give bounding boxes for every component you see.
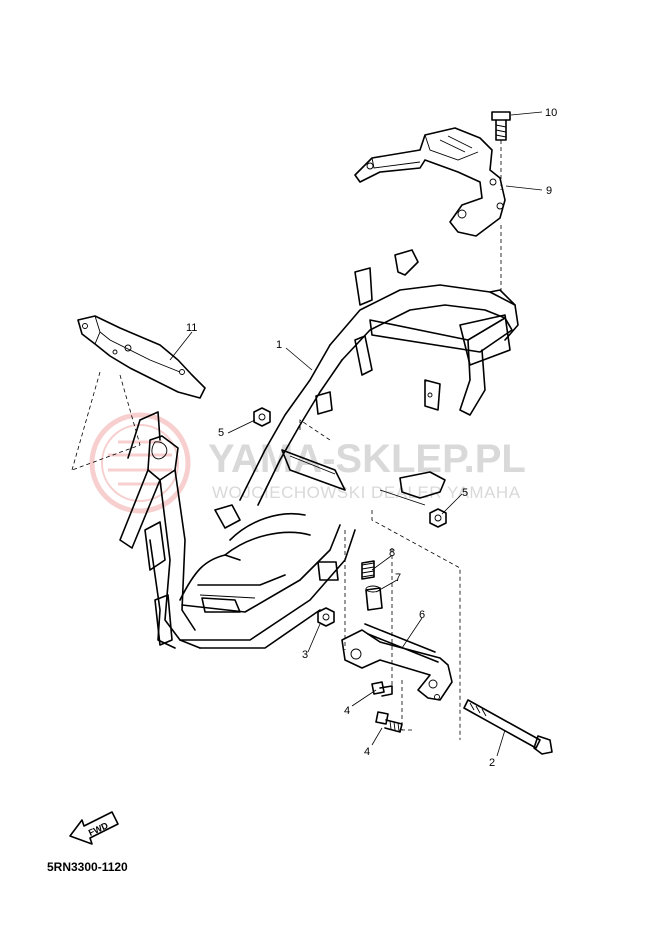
callout-1: 1 xyxy=(276,339,282,351)
watermark-sub-text: WOJCIECHOWSKI DEALER YAMAHA xyxy=(212,483,521,502)
callout-labels: 10 9 11 1 5 5 8 7 6 3 4 4 2 xyxy=(186,107,557,769)
part-8-spring xyxy=(361,560,375,580)
part-9-rear-bracket xyxy=(354,127,506,237)
part-code-label: 5RN3300-1120 xyxy=(47,860,128,874)
callout-11: 11 xyxy=(186,322,197,334)
watermark-logo xyxy=(89,412,191,514)
callout-4-lower: 4 xyxy=(364,746,370,758)
callout-2: 2 xyxy=(489,757,495,769)
callout-10: 10 xyxy=(545,107,557,119)
part-1-main-frame xyxy=(119,249,519,649)
callout-5-upper: 5 xyxy=(218,427,224,439)
callout-7: 7 xyxy=(395,572,401,584)
callout-6: 6 xyxy=(419,609,425,621)
part-3-nut xyxy=(317,607,335,627)
assembly-guide-lines xyxy=(299,419,461,740)
callout-9: 9 xyxy=(546,185,552,197)
part-5-nut-lower xyxy=(429,508,447,528)
fwd-arrow-icon: FWD xyxy=(69,811,119,845)
leader-lines xyxy=(169,111,543,757)
part-6-engine-bracket xyxy=(341,623,453,701)
part-2-long-bolt xyxy=(463,699,553,755)
callout-3: 3 xyxy=(302,649,308,661)
part-5-nut-upper xyxy=(253,407,271,427)
watermark-main-text: YAMA-SKLEP.PL xyxy=(208,437,526,481)
callout-5-lower: 5 xyxy=(462,487,468,499)
part-4-bolt-upper xyxy=(371,681,393,697)
part-10-bolt xyxy=(491,111,511,190)
part-11-side-bracket xyxy=(71,315,206,471)
part-4-bolt-lower xyxy=(375,711,403,733)
part-7-collar xyxy=(365,585,383,611)
callout-8: 8 xyxy=(389,547,395,559)
callout-4-upper: 4 xyxy=(344,705,350,717)
